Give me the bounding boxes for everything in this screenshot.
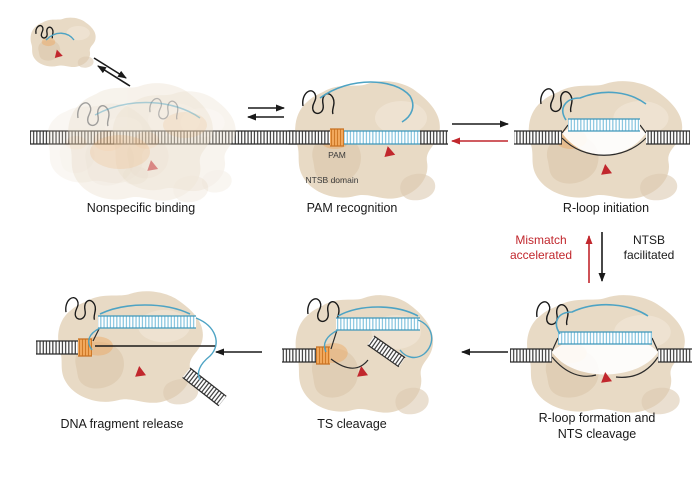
forward-reverse-arrows-2-3 xyxy=(451,120,509,145)
dna-rloop-bubble xyxy=(510,331,692,378)
panel-rloop-initiation xyxy=(514,81,690,200)
panel-fragment-release xyxy=(36,291,227,407)
label-pam-recognition: PAM recognition xyxy=(306,201,398,215)
label-ts-cleavage: TS cleavage xyxy=(317,417,387,431)
guide-rna xyxy=(562,91,647,121)
label-ntsb-domain: NTSB domain xyxy=(305,175,359,185)
guide-rna xyxy=(319,81,414,123)
guide-rna xyxy=(555,303,649,335)
released-dna-fragment xyxy=(182,367,227,407)
label-rloop-formation-1: R-loop formation and xyxy=(538,411,656,425)
vertical-transition-arrows xyxy=(585,232,606,283)
dna-elements xyxy=(36,315,227,407)
guide-rna xyxy=(99,304,191,315)
guide-rna xyxy=(337,306,419,317)
guide-rna-loop xyxy=(323,329,339,353)
label-ntsb-facilitated-1: NTSB xyxy=(632,233,666,247)
label-nonspecific-binding: Nonspecific binding xyxy=(86,201,196,215)
label-dna-fragment-release: DNA fragment release xyxy=(60,417,184,431)
label-pam: PAM xyxy=(328,150,346,160)
label-mismatch-accelerated-2: accelerated xyxy=(509,248,573,262)
label-mismatch-accelerated-1: Mismatch xyxy=(515,233,567,247)
pam-site xyxy=(330,128,344,147)
panel-ts-cleavage xyxy=(282,295,433,414)
panel-nonspecific-binding xyxy=(31,18,236,203)
binding-equilibrium-arrows xyxy=(93,57,131,87)
label-rloop-formation-2: NTS cleavage xyxy=(557,427,637,441)
rna-tail xyxy=(195,317,217,381)
rna-3prime-loop xyxy=(399,319,433,359)
scanning-protein-blobs xyxy=(47,83,235,202)
panel-pam-recognition xyxy=(288,81,448,200)
guide-rna xyxy=(45,32,75,41)
guide-rna-loop xyxy=(88,327,101,351)
pam-site xyxy=(316,346,330,365)
dna-rloop-bubble xyxy=(514,118,690,156)
cleaved-nts-hairpin xyxy=(367,335,406,368)
label-ntsb-facilitated-2: facilitated xyxy=(623,248,675,262)
panel-rloop-formation xyxy=(510,295,692,414)
equilibrium-arrows-1-2 xyxy=(247,104,285,121)
label-rloop-initiation: R-loop initiation xyxy=(562,201,650,215)
dna-duplex-through-protein xyxy=(288,130,448,145)
dna-elements xyxy=(282,317,420,369)
